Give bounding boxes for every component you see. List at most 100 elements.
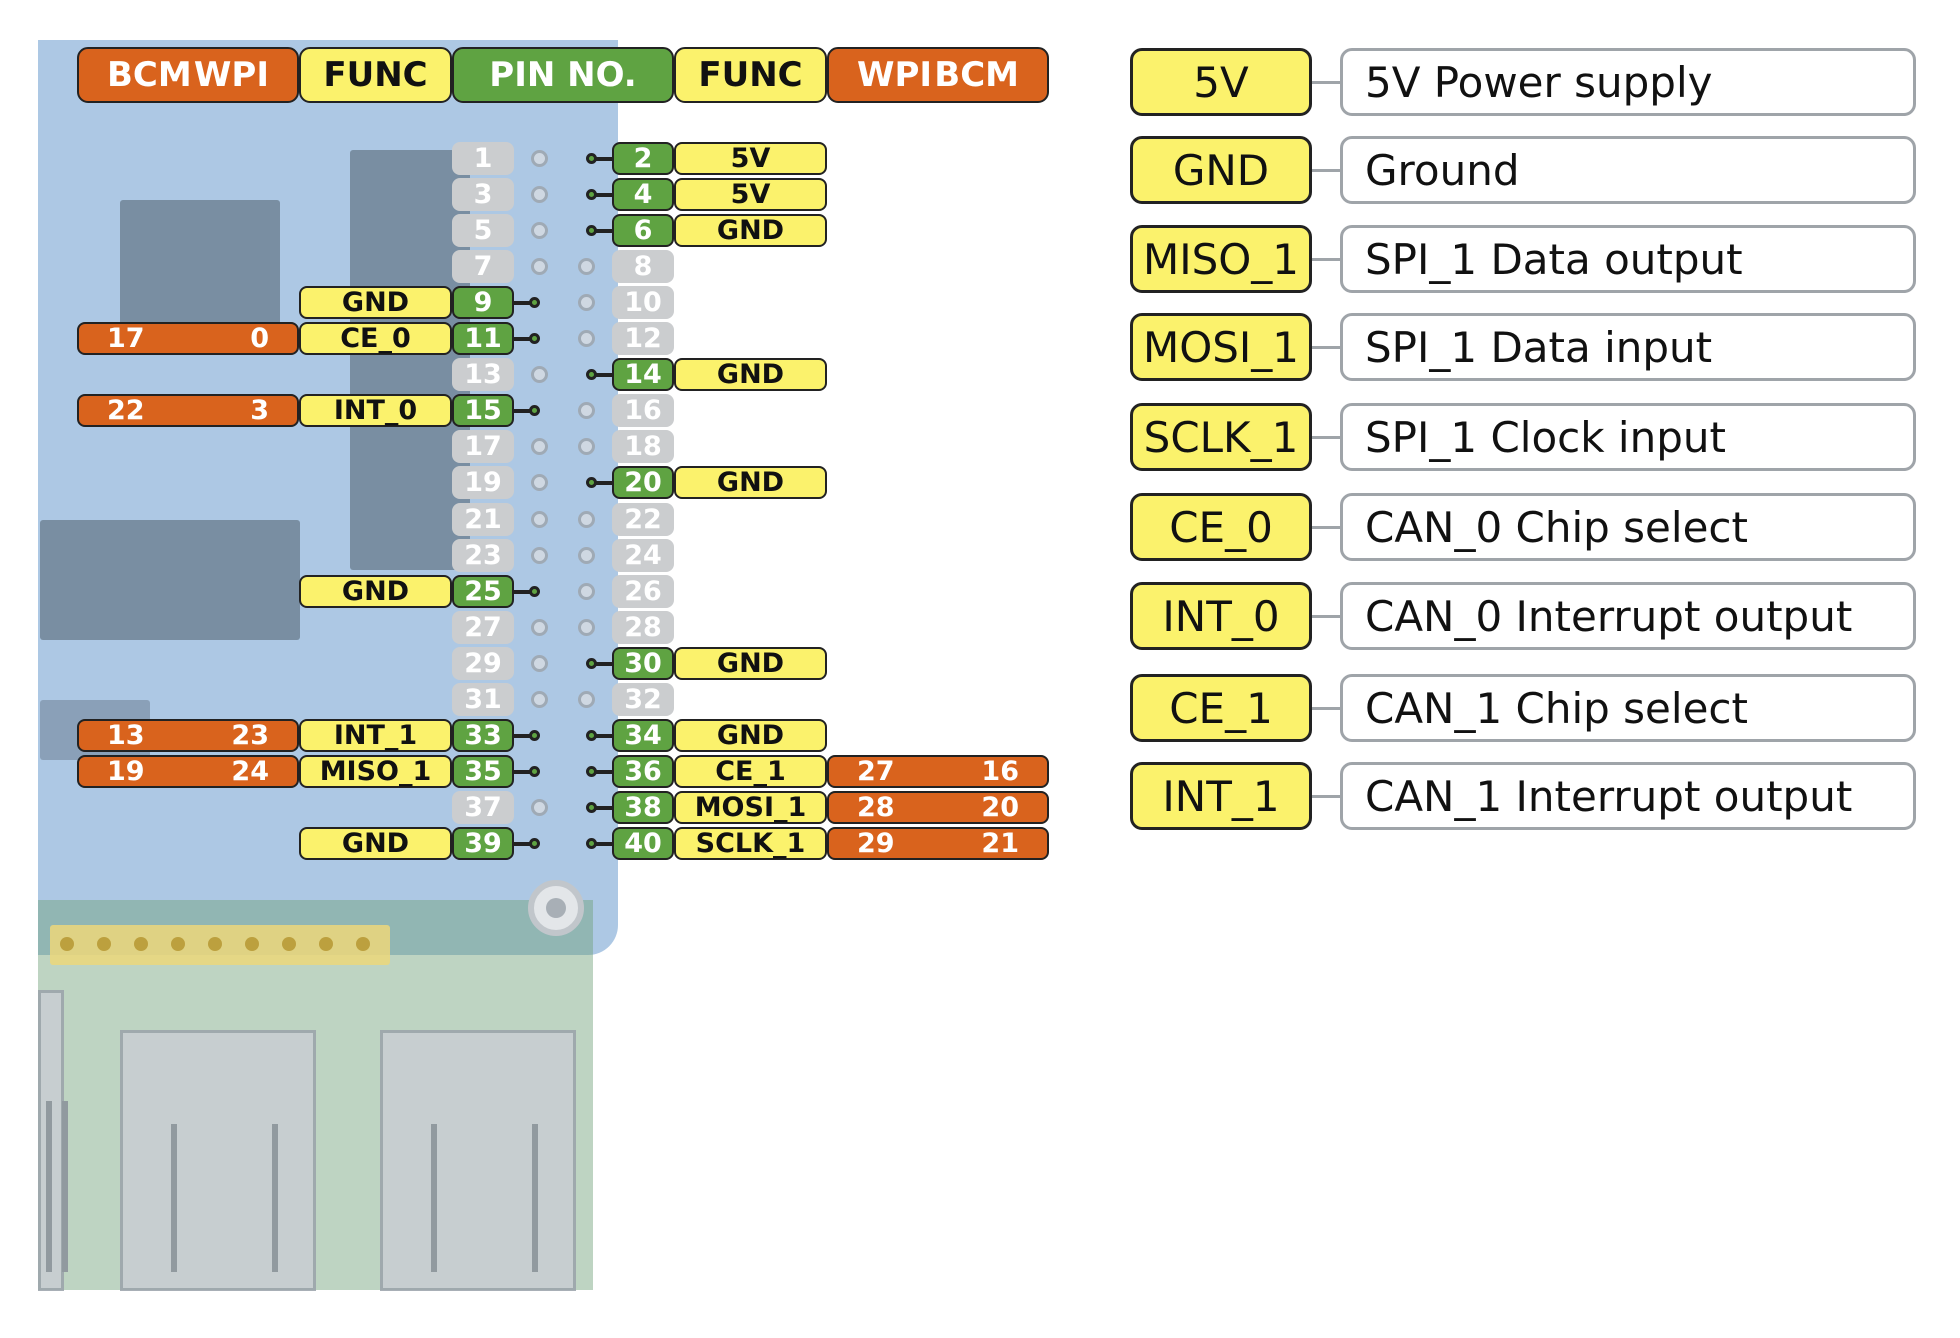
pin-number: 23 — [452, 538, 514, 572]
header-pin-icon — [356, 937, 370, 951]
legend-connector — [1312, 258, 1340, 261]
pin-pad-icon — [531, 690, 548, 708]
pin-function: MISO_1 — [299, 754, 452, 788]
pin-pad-icon — [531, 366, 548, 384]
pin-connector — [514, 769, 534, 774]
pin-number: 37 — [452, 790, 514, 824]
pin-number: 10 — [612, 286, 674, 320]
pin-number: 13 — [452, 358, 514, 392]
legend-description: CAN_1 Interrupt output — [1340, 762, 1916, 830]
legend-description: CAN_0 Chip select — [1340, 493, 1916, 561]
chip-icon — [40, 520, 300, 640]
legend-connector — [1312, 526, 1340, 529]
pin-pad-icon — [531, 654, 548, 672]
pin-number: 22 — [612, 502, 674, 536]
wpi-number: 28 — [857, 791, 895, 823]
chip-icon — [350, 150, 470, 570]
pin-pad-icon — [578, 618, 595, 636]
legend-connector — [1312, 707, 1340, 710]
pin-function: GND — [674, 358, 827, 392]
legend-description: SPI_1 Data input — [1340, 313, 1916, 381]
pin-connector — [514, 409, 534, 414]
header-pin-icon — [282, 937, 296, 951]
pin-number: 1 — [452, 142, 514, 175]
legend-key: MISO_1 — [1130, 225, 1312, 293]
pin-function: SCLK_1 — [674, 826, 827, 860]
header-pin-icon — [134, 937, 148, 951]
pin-function: GND — [674, 646, 827, 680]
wpi-number: 3 — [250, 395, 269, 427]
pin-function: GND — [674, 214, 827, 248]
header-pin-icon — [97, 937, 111, 951]
pin-connector — [514, 733, 534, 738]
pin-pad-icon — [578, 438, 595, 456]
pin-number: 2 — [612, 142, 674, 175]
pin-number: 6 — [612, 214, 674, 248]
pin-number: 12 — [612, 322, 674, 356]
pin-pad-icon — [531, 618, 548, 636]
legend-key: INT_0 — [1130, 582, 1312, 650]
legend-description: CAN_1 Chip select — [1340, 674, 1916, 742]
pin-connector — [514, 301, 534, 306]
pin-function: GND — [299, 574, 452, 608]
wpi-number: 29 — [857, 827, 895, 859]
pin-wpi-bcm: 28 20 — [827, 790, 1049, 824]
pin-connector — [514, 589, 534, 594]
legend-connector — [1312, 169, 1340, 172]
legend-key: CE_0 — [1130, 493, 1312, 561]
pin-number: 11 — [452, 322, 514, 356]
pin-pad-icon — [586, 801, 597, 813]
header-bcm-right: BCM — [934, 55, 1019, 95]
bcm-number: 20 — [981, 791, 1019, 823]
can-hat-board — [38, 40, 618, 955]
pin-number: 25 — [452, 574, 514, 608]
bcm-number: 13 — [107, 719, 145, 751]
pin-number: 19 — [452, 466, 514, 500]
pin-function: GND — [674, 466, 827, 500]
pin-pad-icon — [531, 510, 548, 528]
pin-pad-icon — [531, 150, 548, 167]
legend-key: 5V — [1130, 48, 1312, 116]
pin-connector — [592, 805, 612, 810]
legend-description: CAN_0 Interrupt output — [1340, 582, 1916, 650]
pin-number: 18 — [612, 430, 674, 464]
pin-number: 35 — [452, 754, 514, 788]
pin-function: 5V — [674, 178, 827, 212]
pin-number: 4 — [612, 178, 674, 212]
bcm-number: 16 — [981, 755, 1019, 787]
pin-pad-icon — [586, 369, 597, 381]
legend-description: 5V Power supply — [1340, 48, 1916, 116]
pin-pad-icon — [531, 438, 548, 456]
header-wpi-left: WPI — [193, 55, 269, 95]
pin-number: 7 — [452, 250, 514, 284]
pin-bcm-wpi: 13 23 — [77, 718, 299, 752]
legend-key: GND — [1130, 136, 1312, 204]
pin-number: 21 — [452, 502, 514, 536]
pin-pad-icon — [578, 690, 595, 708]
header-wpi-right: WPI — [857, 55, 933, 95]
header-func-left: FUNC — [299, 47, 452, 103]
usb-port-icon — [120, 1030, 316, 1291]
pin-pad-icon — [531, 222, 548, 240]
header-pin-icon — [171, 937, 185, 951]
pin-number: 17 — [452, 430, 514, 464]
pin-pad-icon — [586, 765, 597, 777]
pin-pad-icon — [578, 258, 595, 276]
pin-pad-icon — [578, 510, 595, 528]
header-bcm-left: BCM — [107, 55, 192, 95]
pin-pad-icon — [529, 765, 540, 777]
pin-connector — [592, 841, 612, 846]
wpi-number: 23 — [231, 719, 269, 751]
pin-number: 36 — [612, 754, 674, 788]
pin-number: 24 — [612, 538, 674, 572]
pin-number: 32 — [612, 682, 674, 716]
pin-connector — [592, 193, 612, 198]
pin-pad-icon — [586, 189, 597, 201]
pin-pad-icon — [531, 546, 548, 564]
pin-pad-icon — [586, 153, 597, 164]
pin-connector — [592, 481, 612, 486]
pin-pad-icon — [529, 837, 540, 849]
pin-connector — [592, 661, 612, 666]
